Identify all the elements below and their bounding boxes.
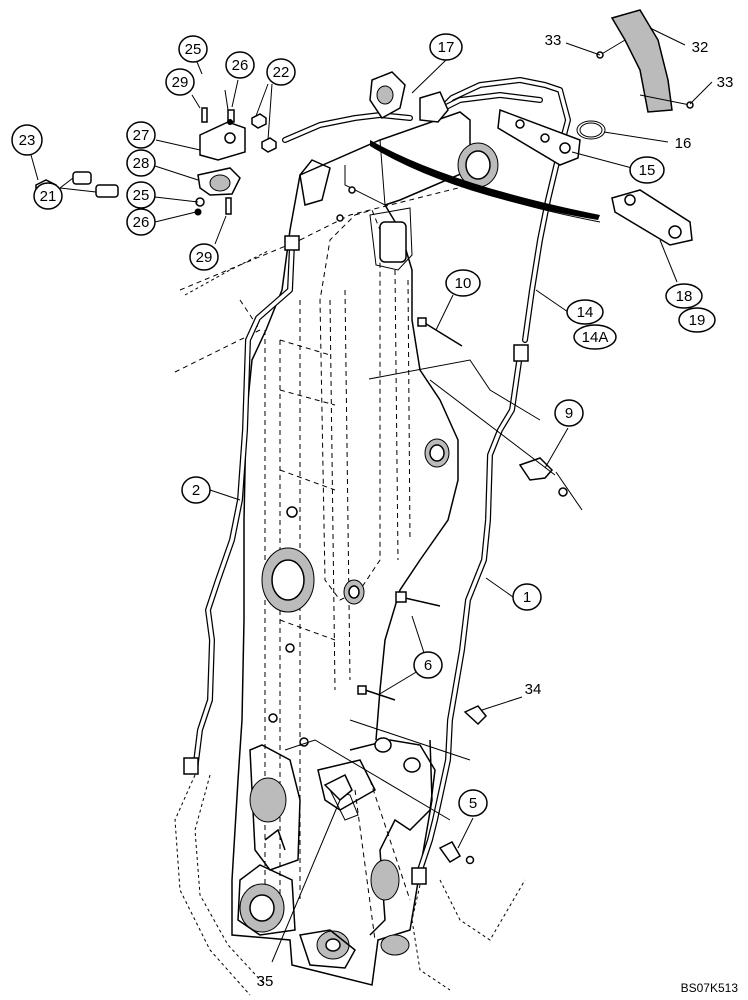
callout-14a: 14A [573,324,617,350]
callout-26-bottom: 26 [126,208,156,236]
svg-text:34: 34 [525,681,542,698]
svg-text:18: 18 [676,288,693,305]
callout-23: 23 [11,124,43,156]
callout-6: 6 [413,651,443,679]
callout-22: 22 [266,58,296,86]
svg-text:29: 29 [172,74,189,91]
svg-text:33: 33 [545,32,562,49]
callout-17: 17 [429,33,463,61]
callout-29-bottom: 29 [189,243,219,271]
svg-text:21: 21 [40,188,57,205]
callout-1: 1 [512,583,542,611]
svg-text:6: 6 [424,657,432,674]
svg-text:14A: 14A [582,329,609,346]
callouts: 17 25 26 29 22 27 28 [11,32,734,990]
svg-text:26: 26 [232,57,249,74]
callout-10: 10 [445,269,481,297]
boom-arm [174,111,499,986]
reference-code: BS07K513 [681,981,739,995]
svg-text:15: 15 [639,162,656,179]
callout-2: 2 [181,476,211,504]
svg-text:17: 17 [438,39,455,56]
callout-26-top: 26 [225,51,255,79]
callout-5: 5 [458,789,488,817]
callout-29-top: 29 [165,68,195,96]
callout-35: 35 [257,973,274,990]
callout-33-right: 33 [717,74,734,91]
svg-text:14: 14 [577,304,594,321]
svg-text:28: 28 [133,155,150,172]
callout-21: 21 [33,182,63,210]
callout-34: 34 [525,681,542,698]
callout-14: 14 [566,299,604,325]
svg-text:9: 9 [565,405,573,422]
hydraulic-lines [174,77,601,996]
callout-33-left: 33 [545,32,562,49]
svg-text:27: 27 [133,127,150,144]
svg-text:16: 16 [675,135,692,152]
component-parts [35,9,694,865]
callout-15: 15 [629,156,665,184]
svg-text:29: 29 [196,249,213,266]
callout-28: 28 [126,149,156,177]
callout-27: 27 [126,121,156,149]
svg-text:35: 35 [257,973,274,990]
svg-text:2: 2 [192,482,200,499]
svg-text:10: 10 [455,275,472,292]
svg-text:32: 32 [692,39,709,56]
svg-text:33: 33 [717,74,734,91]
callout-16: 16 [675,135,692,152]
callout-25-bottom: 25 [126,181,156,209]
leader-lines [30,27,713,963]
svg-text:23: 23 [19,132,36,149]
svg-text:25: 25 [185,41,202,58]
svg-text:22: 22 [273,64,290,81]
callout-9: 9 [554,399,584,427]
callout-18: 18 [665,283,703,309]
svg-text:26: 26 [133,214,150,231]
callout-19: 19 [678,307,716,333]
svg-text:25: 25 [133,187,150,204]
callout-32: 32 [692,39,709,56]
svg-text:5: 5 [469,795,477,812]
callout-25-top: 25 [178,35,208,63]
svg-text:1: 1 [523,589,531,606]
svg-text:19: 19 [689,312,706,329]
